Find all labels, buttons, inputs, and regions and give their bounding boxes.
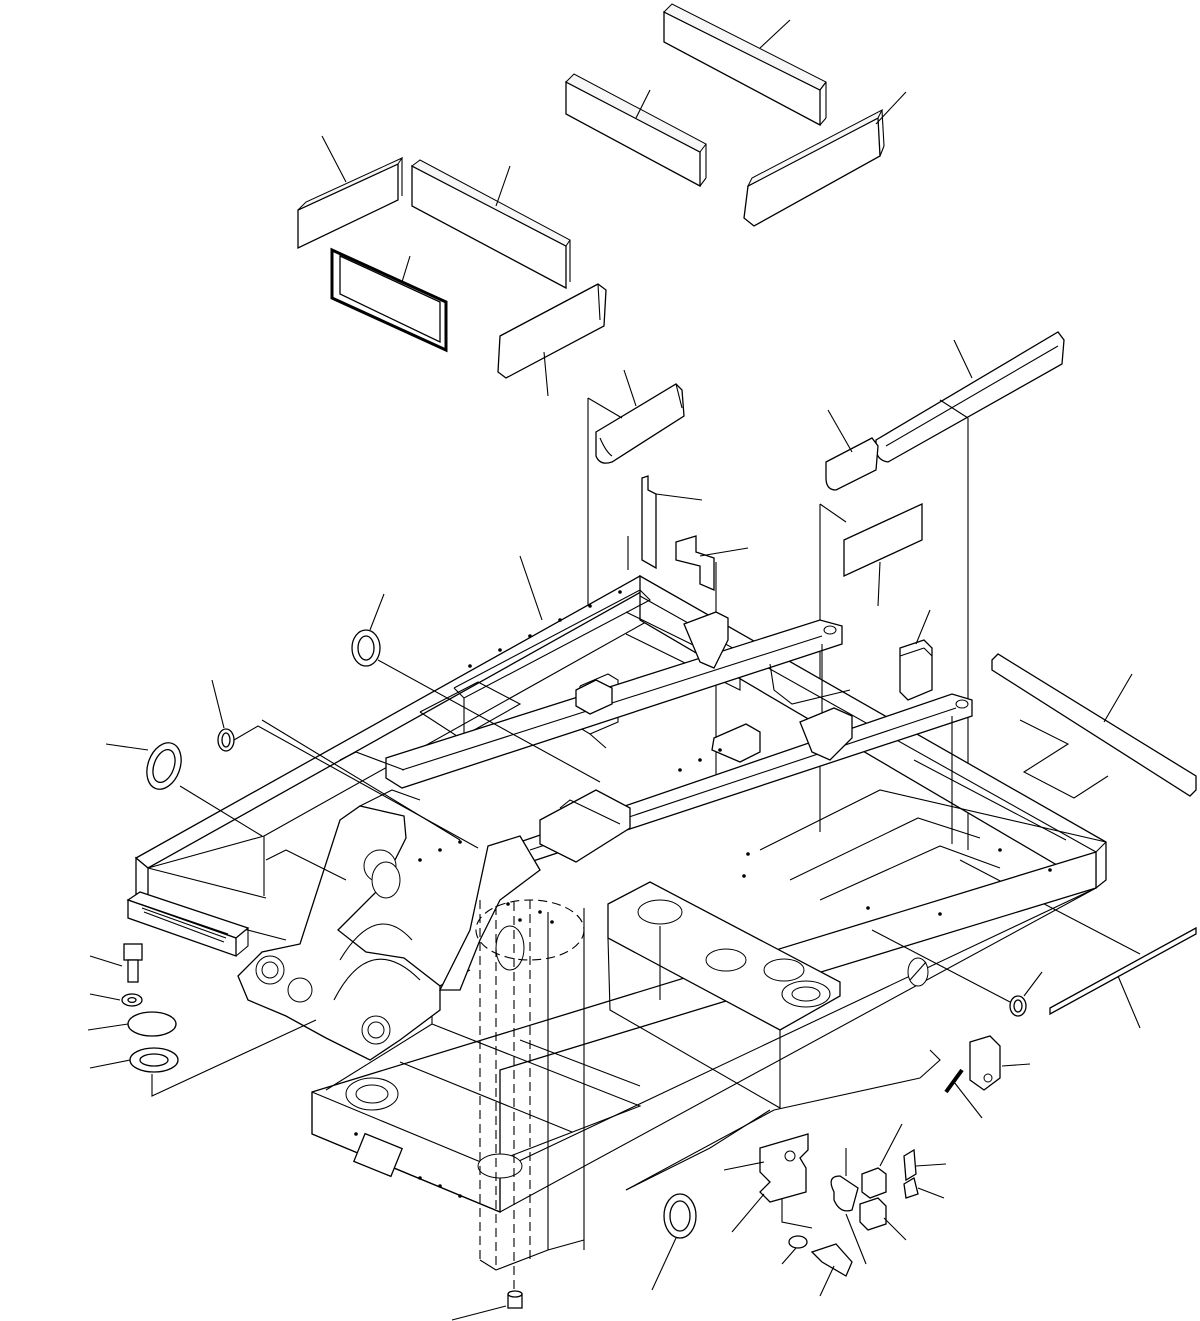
bracket-step <box>675 535 749 591</box>
clip-bracket-upper <box>903 1148 947 1182</box>
leader-lines-trim <box>623 339 973 453</box>
curved-trim-center <box>595 383 685 464</box>
seal-ring-small-left <box>211 679 479 849</box>
cushion-pad-long-middle <box>411 159 571 290</box>
cushion-pad-small-left <box>297 156 404 250</box>
clip-bracket-lower <box>903 1176 945 1199</box>
stopper-block-right <box>969 1035 1031 1091</box>
seal-ring-large-left <box>105 742 263 837</box>
pin-right <box>919 1049 983 1119</box>
curved-trim-right-long <box>875 331 1065 463</box>
cushion-pad-slanted-right <box>743 108 885 227</box>
cushion-pad-slanted-lower <box>497 283 607 379</box>
washer-right <box>781 1235 808 1265</box>
gasket-plate-right <box>723 1133 813 1233</box>
bolt-holes <box>354 590 1052 1198</box>
cover-plate-left <box>87 1011 177 1037</box>
long-strip-lower-right <box>1049 926 1197 1029</box>
curved-trim-right-short <box>825 437 879 491</box>
bolt-left <box>89 943 143 983</box>
washer-left <box>89 993 143 1007</box>
gasket-left <box>89 1019 317 1097</box>
cushion-pad-top-right <box>663 3 827 127</box>
clip-ring-right <box>830 1148 867 1265</box>
leader-lines-top <box>321 19 907 397</box>
clamp-block-lower <box>859 1197 907 1241</box>
cushion-pad-right-mid <box>843 502 923 607</box>
long-bar-right <box>991 653 1197 797</box>
seal-ring-upper-center <box>351 593 601 783</box>
main-frame-body <box>126 574 1107 1213</box>
dashed-projection-lines <box>475 899 585 1290</box>
cushion-pad-upper-middle <box>565 73 707 188</box>
bolt-right <box>810 1243 853 1297</box>
seal-ring-bottom <box>625 1109 771 1291</box>
standoff-bottom <box>451 1290 523 1321</box>
seal-ring-small-right <box>871 929 1043 1017</box>
clamp-block-upper <box>861 1123 903 1199</box>
bracket-tall <box>641 475 703 570</box>
leader-lines-frame <box>261 555 921 1191</box>
bracket-block-right <box>899 609 933 701</box>
seal-plate-framed <box>330 247 448 353</box>
